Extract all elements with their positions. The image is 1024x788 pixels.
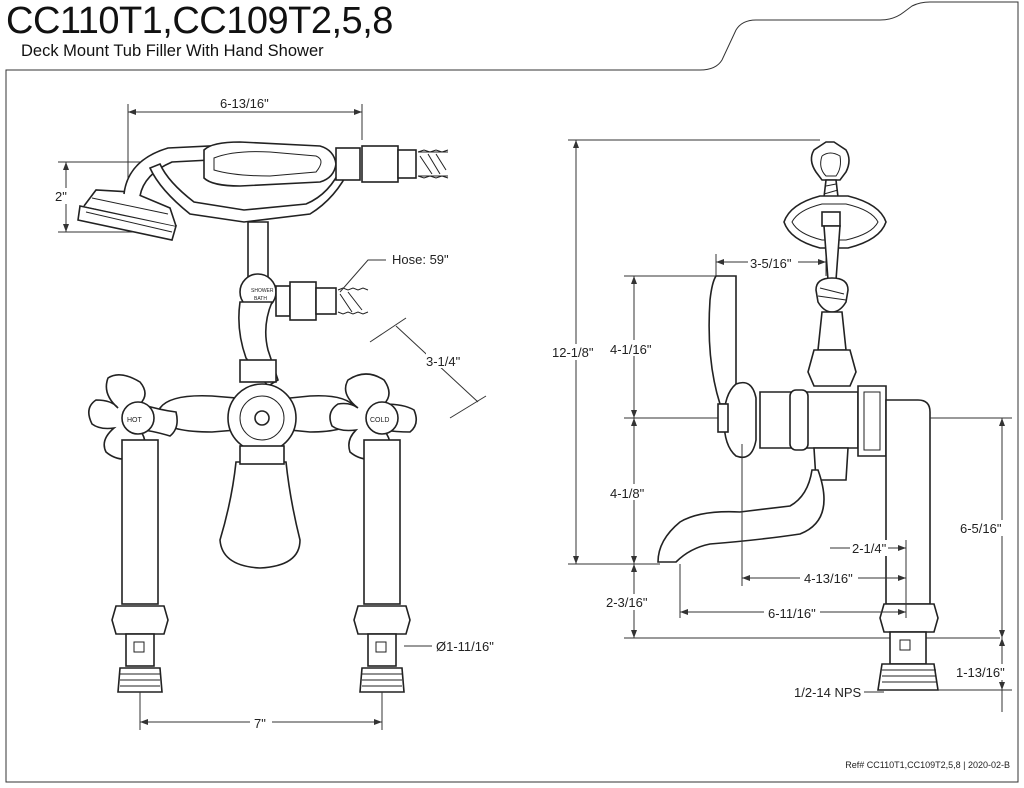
page-title: CC110T1,CC109T2,5,8 bbox=[6, 0, 393, 42]
front-view: 6-13/16" 2" bbox=[52, 94, 494, 731]
diverter-label-bottom: BATH bbox=[254, 296, 267, 302]
hand-shower-head bbox=[77, 145, 211, 241]
handshower-handle bbox=[203, 141, 449, 187]
dim-leg-diameter: Ø1-11/16" bbox=[436, 639, 494, 654]
page-subtitle: Deck Mount Tub Filler With Hand Shower bbox=[21, 42, 324, 60]
thread-label: 1/2-14 NPS bbox=[794, 685, 862, 700]
side-back-plate bbox=[708, 275, 737, 405]
dim-spout-long: 6-11/16" bbox=[768, 606, 816, 621]
dim-spout-short: 2-1/4" bbox=[852, 541, 887, 556]
dim-overall-height: 12-1/8" bbox=[552, 345, 594, 360]
cold-label: COLD bbox=[370, 417, 389, 424]
dim-spout-mid: 4-13/16" bbox=[804, 571, 853, 586]
dim-spout-rise: 2-3/16" bbox=[606, 595, 648, 610]
dim-shank: 1-13/16" bbox=[956, 665, 1005, 680]
left-leg bbox=[111, 439, 169, 693]
side-leg-bottom bbox=[877, 603, 939, 691]
drawing-frame bbox=[5, 1, 1019, 783]
hose-label: Hose: 59" bbox=[392, 252, 449, 267]
hot-handle: HOT bbox=[88, 374, 178, 460]
dim-width-top: 6-13/16" bbox=[220, 96, 269, 111]
right-leg bbox=[353, 439, 411, 693]
handshower-stem bbox=[247, 221, 269, 281]
side-spout bbox=[657, 469, 825, 563]
dim-lower-height: 4-1/8" bbox=[610, 486, 645, 501]
side-handshower bbox=[783, 141, 887, 387]
side-main-body bbox=[759, 385, 931, 605]
dim-diagonal: 3-1/4" bbox=[426, 354, 461, 369]
diverter-label-top: SHOWER bbox=[251, 288, 274, 294]
dim-offset: 3-5/16" bbox=[750, 256, 792, 271]
reference-footer: Ref# CC110T1,CC109T2,5,8 | 2020-02-B bbox=[845, 760, 1010, 770]
faucet-bridge bbox=[159, 359, 357, 453]
center-skirt bbox=[219, 461, 301, 569]
side-view: 12-1/8" 3-5/16" 4-1/16" 4-1/8" 2-3/16" bbox=[552, 139, 1012, 712]
dim-leg-height: 6-5/16" bbox=[960, 521, 1002, 536]
dim-centers: 7" bbox=[254, 716, 266, 731]
dim-handshower-height: 2" bbox=[55, 189, 67, 204]
dim-upper-height: 4-1/16" bbox=[610, 342, 652, 357]
hot-label: HOT bbox=[127, 417, 143, 424]
